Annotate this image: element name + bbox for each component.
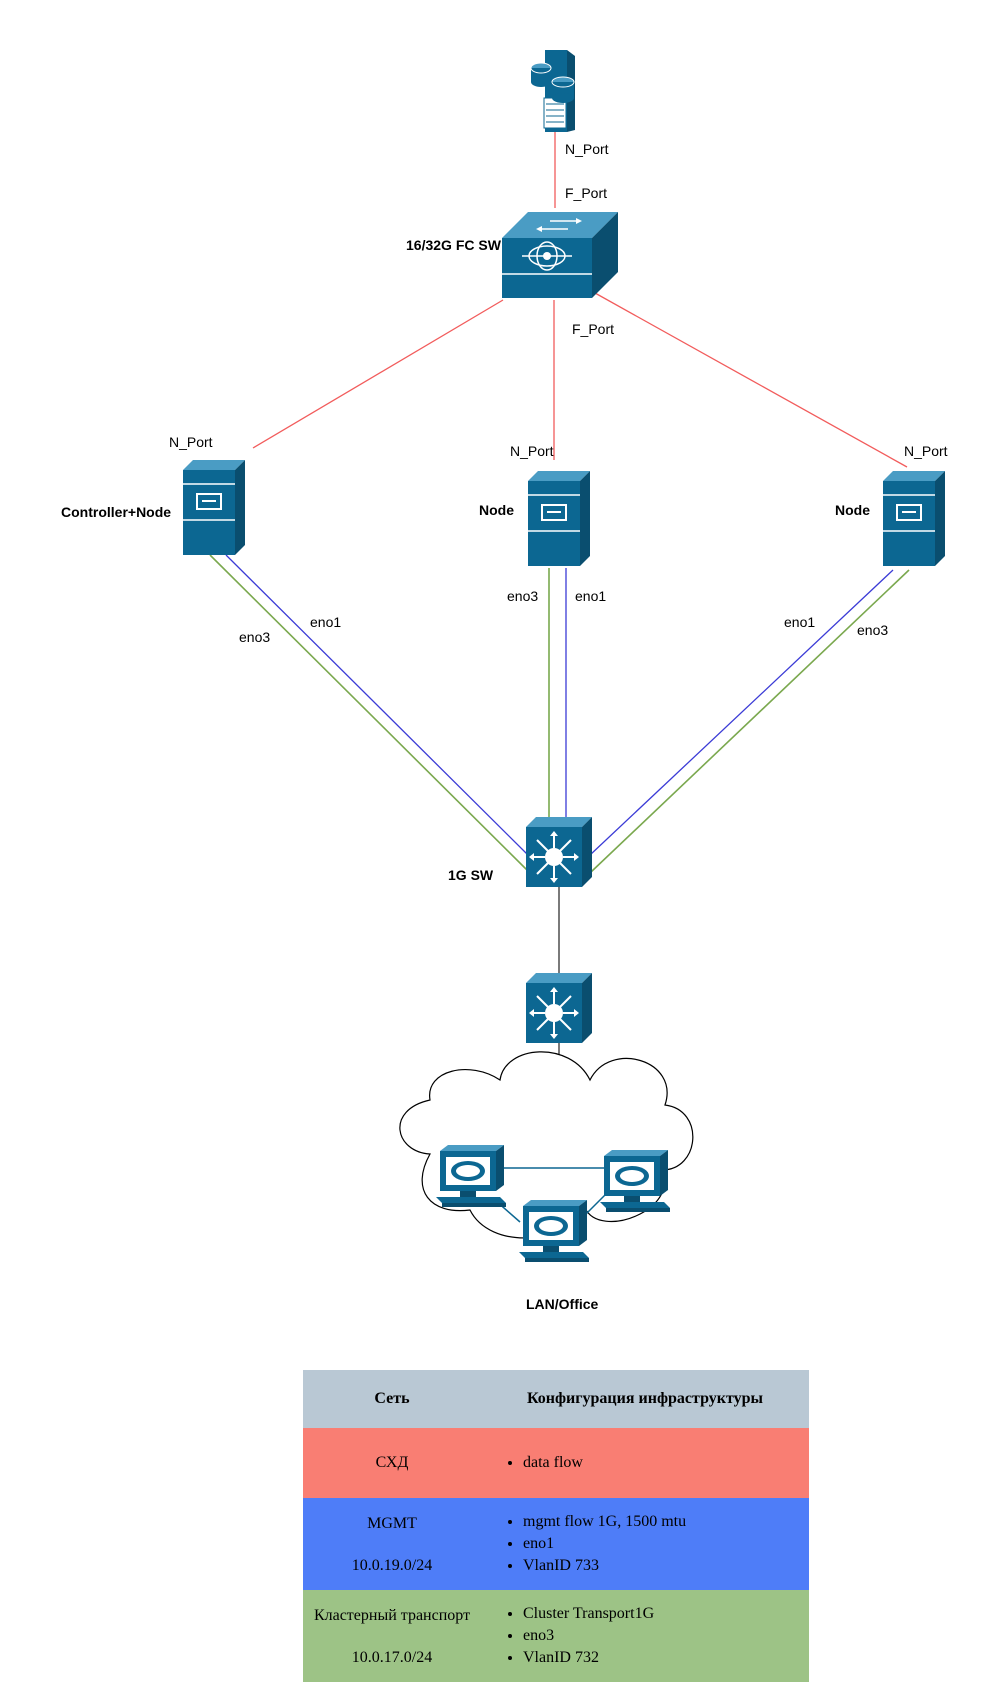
legend-network-name: MGMT 10.0.19.0/24 xyxy=(303,1498,481,1590)
workstation-icon xyxy=(436,1145,506,1207)
legend-header-network: Сеть xyxy=(303,1370,481,1428)
workstation-icon xyxy=(519,1200,589,1262)
node2-eno3-label: eno3 xyxy=(507,588,538,604)
storage-port-label: N_Port xyxy=(565,141,609,157)
legend-header-config: Конфигурация инфраструктуры xyxy=(481,1370,809,1428)
lan-label: LAN/Office xyxy=(526,1296,599,1312)
node1-eno1-label: eno1 xyxy=(310,614,341,630)
legend-row-mgmt: MGMT 10.0.19.0/24 mgmt flow 1G, 1500 mtu… xyxy=(303,1498,809,1590)
mgmt-links xyxy=(225,554,894,856)
node1-name-label: Controller+Node xyxy=(61,504,171,520)
config-item: eno1 xyxy=(523,1533,809,1555)
fc-down-port-label: F_Port xyxy=(572,321,614,337)
network-subnet: 10.0.19.0/24 xyxy=(351,1557,433,1574)
multilayer-switch-icon[interactable] xyxy=(525,816,593,888)
config-item: Cluster Transport1G xyxy=(523,1603,809,1625)
network-diagram: N_Port F_Port 16/32G FC SW F_Port N_Port… xyxy=(61,50,948,1312)
legend-network-name: Кластерный транспорт 10.0.17.0/24 xyxy=(303,1590,481,1682)
config-item: mgmt flow 1G, 1500 mtu xyxy=(523,1511,809,1533)
legend-config-cell: mgmt flow 1G, 1500 mtu eno1 VlanID 733 xyxy=(481,1498,809,1590)
server-tower-icon[interactable] xyxy=(527,470,591,567)
node3-eno3-label: eno3 xyxy=(857,622,888,638)
legend-config-cell: data flow xyxy=(481,1428,809,1498)
multilayer-switch-icon[interactable] xyxy=(525,972,593,1044)
fc-switch-label: 16/32G FC SW xyxy=(406,237,502,253)
cluster-links xyxy=(209,554,910,873)
node3-name-label: Node xyxy=(835,502,870,518)
switch-1g-label: 1G SW xyxy=(448,867,494,883)
network-name: Кластерный транспорт xyxy=(313,1607,471,1624)
node2-port-label: N_Port xyxy=(510,443,554,459)
legend-row-cluster: Кластерный транспорт 10.0.17.0/24 Cluste… xyxy=(303,1590,809,1682)
config-item: eno3 xyxy=(523,1625,809,1647)
node3-eno1-label: eno1 xyxy=(784,614,815,630)
config-item: VlanID 733 xyxy=(523,1555,809,1577)
workstation-icon xyxy=(600,1150,670,1212)
node1-port-label: N_Port xyxy=(169,434,213,450)
config-item: data flow xyxy=(523,1452,809,1474)
node1-eno3-label: eno3 xyxy=(239,629,270,645)
server-tower-icon[interactable] xyxy=(182,459,246,556)
fc-switch-icon[interactable] xyxy=(502,212,618,298)
legend-header-row: Сеть Конфигурация инфраструктуры xyxy=(303,1370,809,1428)
node2-eno1-label: eno1 xyxy=(575,588,606,604)
fc-links xyxy=(252,126,908,468)
network-legend-table: Сеть Конфигурация инфраструктуры СХД dat… xyxy=(303,1370,809,1682)
network-subnet: 10.0.17.0/24 xyxy=(351,1649,433,1666)
legend-row-sxd: СХД data flow xyxy=(303,1428,809,1498)
network-name: MGMT xyxy=(367,1515,417,1532)
server-tower-icon[interactable] xyxy=(882,470,946,567)
legend-network-name: СХД xyxy=(303,1428,481,1498)
storage-server-icon[interactable] xyxy=(530,50,575,132)
config-item: VlanID 732 xyxy=(523,1647,809,1669)
legend-config-cell: Cluster Transport1G eno3 VlanID 732 xyxy=(481,1590,809,1682)
fc-top-port-label: F_Port xyxy=(565,185,607,201)
network-name: СХД xyxy=(375,1454,409,1471)
node3-port-label: N_Port xyxy=(904,443,948,459)
node2-name-label: Node xyxy=(479,502,514,518)
